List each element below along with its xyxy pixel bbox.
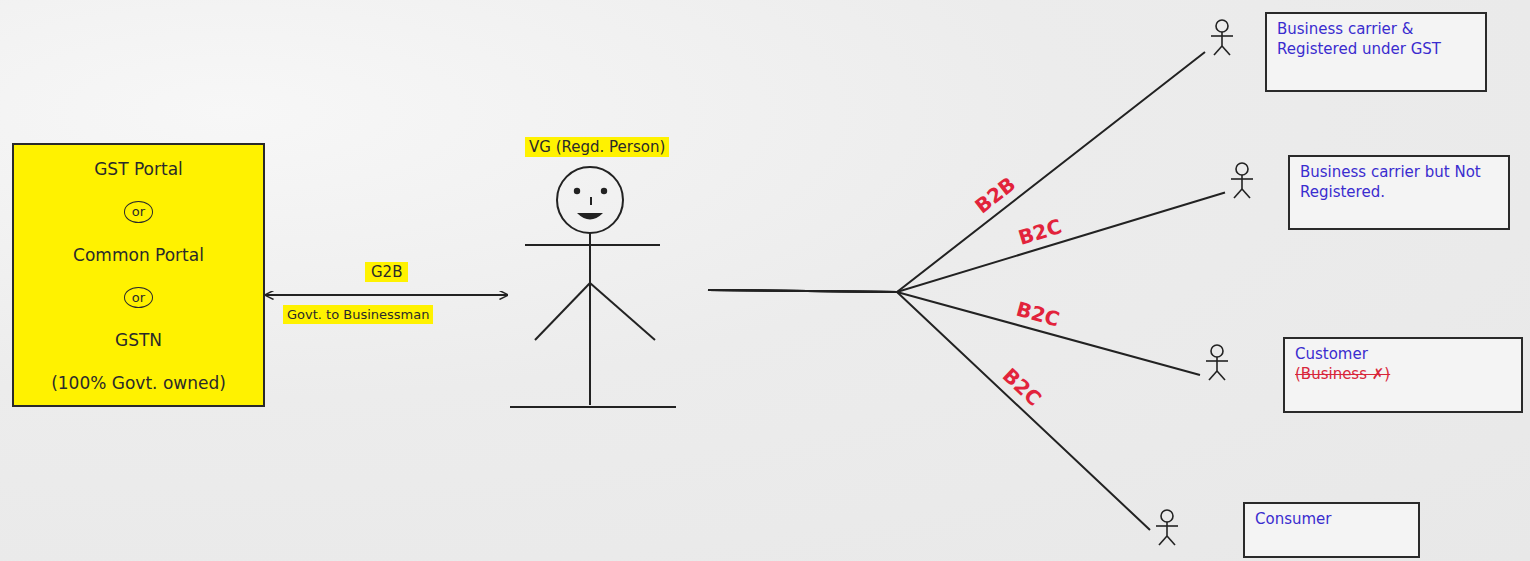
circled-connector-word: or [124,287,153,309]
edge-label: G2B [365,262,408,282]
connector-line [708,52,1205,292]
portal-box: GST PortalorCommon PortalorGSTN(100% Gov… [12,143,265,407]
free-label: Govt. to Businessman [283,305,433,324]
struck-text: (Business ✗) [1295,365,1511,385]
portal-text: Common Portal [73,245,204,265]
connector-line [265,294,508,296]
edge-label: B2C [1013,297,1062,332]
recipient-box: Consumer [1243,502,1420,558]
edge-label: B2B [970,172,1020,218]
recipient-node: Business carrier & Registered under GST [1205,12,1487,92]
recipient-text: Business carrier & Registered under GST [1277,20,1475,59]
recipient-node: Business carrier but Not Registered. [1225,155,1510,230]
stick-figure [508,133,708,413]
recipient-box: Customer(Business ✗) [1283,337,1523,413]
recipient-box: Business carrier but Not Registered. [1288,155,1510,230]
recipient-node: Consumer [1150,502,1420,558]
recipient-text: Customer [1295,345,1511,365]
connector-line [708,290,1150,530]
edge-label: B2C [998,364,1046,412]
edge-label: B2C [1015,214,1064,250]
portal-text: GST Portal [94,159,183,179]
recipient-text: Business carrier but Not Registered. [1300,163,1498,202]
highlighted-label: VG (Regd. Person) [525,137,669,157]
circled-connector-word: or [124,201,153,223]
portal-text: (100% Govt. owned) [51,373,226,393]
person-icon [1154,508,1180,548]
connector-line [708,193,1225,293]
recipient-node: Customer(Business ✗) [1200,337,1523,413]
person-icon [1204,343,1230,383]
connector-line [708,290,1200,375]
recipient-text: Consumer [1255,510,1408,530]
person-icon [1209,18,1235,58]
person-icon [1229,161,1255,201]
registered-person-figure: VG (Regd. Person) [508,133,708,413]
portal-text: GSTN [115,330,162,350]
recipient-box: Business carrier & Registered under GST [1265,12,1487,92]
